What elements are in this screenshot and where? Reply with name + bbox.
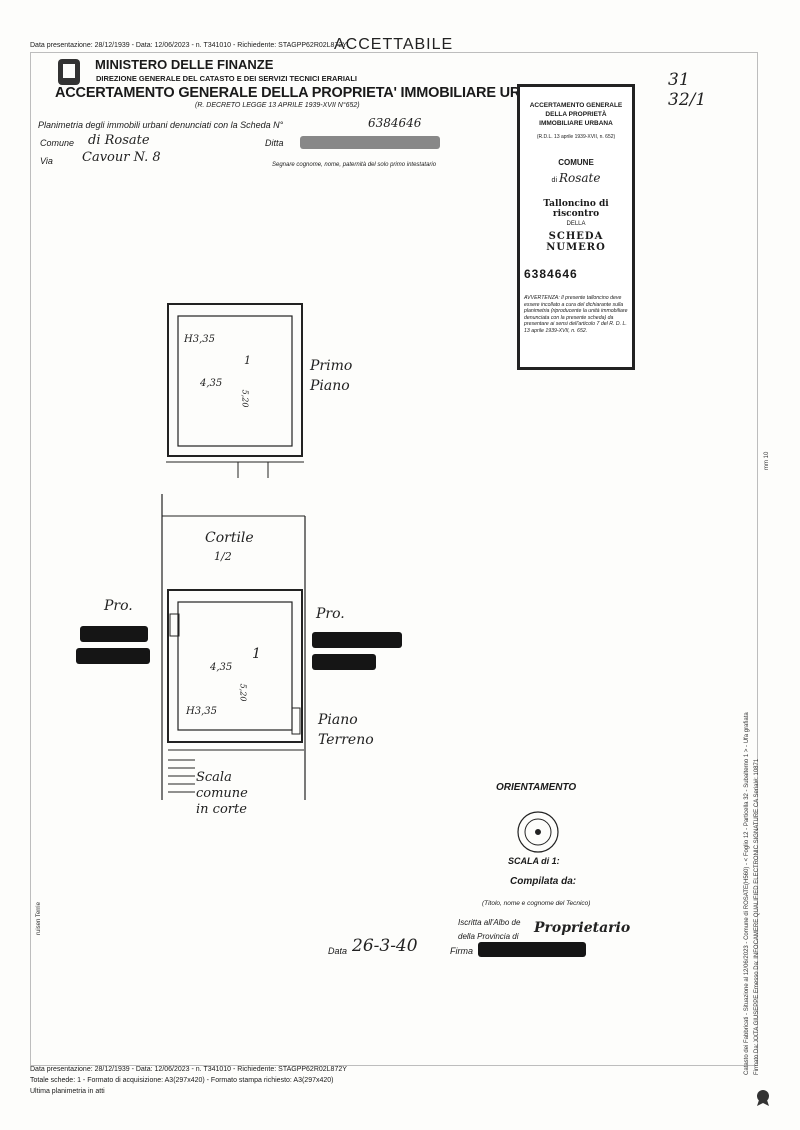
bottom-meta-2: Totale schede: 1 - Formato di acquisizio… [30, 1077, 334, 1084]
terreno-width: 4,35 [210, 662, 233, 673]
orientamento-label: ORIENTAMENTO [496, 782, 577, 793]
bottom-meta-3: Ultima planimetria in atti [30, 1088, 105, 1095]
redacted-pro-right-1 [312, 632, 402, 648]
terreno-outer-wall [167, 589, 303, 743]
terreno-depth: 5,20 [238, 683, 248, 702]
talloncino-della: DELLA [566, 221, 586, 227]
comune-handwritten: di Rosate [88, 133, 150, 148]
primo-piano-number: 1 [244, 354, 251, 367]
provincia-label: della Provincia di [458, 932, 519, 941]
cortile-label: Cortile [205, 530, 254, 546]
talloncino-comune: COMUNE [558, 158, 594, 167]
terreno-height: H3,35 [186, 706, 217, 717]
redacted-pro-left-1 [80, 626, 148, 642]
iscritto-label: Iscritta all'Albo de [458, 918, 521, 927]
ministry-title: MINISTERO DELLE FINANZE [95, 57, 274, 72]
segnare-note: Segnare cognome, nome, paternità del sol… [272, 162, 437, 168]
titolo-note: (Titolo, nome e cognome del Tecnico) [482, 900, 591, 907]
seal-icon [754, 1088, 772, 1106]
ditta-label: Ditta [265, 138, 284, 148]
data-label: Data [328, 946, 348, 956]
cortile-sub: 1/2 [214, 550, 232, 563]
top-meta: Data presentazione: 28/12/1939 - Data: 1… [30, 42, 347, 49]
document-sheet [30, 52, 758, 1066]
direzione-title: DIREZIONE GENERALE DEL CATASTO E DEI SER… [96, 74, 357, 83]
compilata-label: Compilata da: [510, 876, 577, 887]
primo-piano-width: 4,35 [200, 378, 223, 389]
primo-piano-inner-wall [177, 315, 293, 447]
via-label: Via [40, 156, 53, 166]
terreno-door-left [169, 613, 180, 637]
terreno-door-right [291, 707, 301, 735]
margin-numbers: 31 32/1 [668, 70, 707, 110]
compass-inner [524, 818, 552, 846]
talloncino-di: di [551, 177, 557, 184]
main-title: ACCERTAMENTO GENERALE DELLA PROPRIETA' I… [55, 85, 562, 101]
primo-piano-label: Primo Piano [310, 358, 353, 394]
compass-center [535, 829, 541, 835]
primo-piano-height: H3,35 [184, 334, 215, 345]
proprietario-handwritten: Proprietario [534, 920, 631, 936]
left-small-text: ruisen Terrie [36, 902, 42, 935]
side-text-2: Firmato Da: XXTA GIUSEPPE Emesso Da: INF… [754, 758, 760, 1075]
via-handwritten: Cavour N. 8 [82, 150, 161, 165]
right-small-text: mm 10 [764, 451, 770, 470]
pro-left-label: Pro. [104, 598, 133, 614]
terreno-number: 1 [252, 646, 261, 662]
scala-label: SCALA di 1: [508, 856, 560, 866]
talloncino-comune-hand: Rosate [558, 171, 601, 185]
pro-right-label: Pro. [316, 606, 345, 622]
comune-label: Comune [40, 138, 75, 148]
talloncino-box: ACCERTAMENTO GENERALE DELLA PROPRIETÀ IM… [517, 84, 635, 370]
primo-piano-outer-wall [167, 303, 303, 457]
planimetria-label: Planimetria degli immobili urbani denunc… [38, 120, 284, 130]
data-handwritten: 26-3-40 [352, 936, 418, 956]
scala-comune-label: Scala comune in corte [196, 770, 248, 817]
stamp-accettabile: ACCETTABILE [334, 36, 454, 53]
redacted-pro-left-2 [76, 648, 150, 664]
redacted-ditta [300, 136, 440, 149]
talloncino-avvertenza: AVVERTENZA: Il presente talloncino deve … [524, 295, 628, 334]
terreno-label: Piano Terreno [318, 712, 374, 748]
talloncino-decree: (R.D.L. 13 aprile 1939-XVII, n. 652) [536, 134, 616, 140]
terreno-inner-wall [177, 601, 293, 731]
redacted-pro-right-2 [312, 654, 376, 670]
compass-outer [517, 811, 559, 853]
side-text: Catasto dei Fabbricati - Situazione al 1… [744, 712, 750, 1075]
emblem-icon [56, 57, 82, 87]
firma-label: Firma [450, 946, 473, 956]
redacted-firma [478, 942, 586, 957]
talloncino-title: ACCERTAMENTO GENERALE DELLA PROPRIETÀ IM… [529, 102, 623, 127]
decree: (R. DECRETO LEGGE 13 APRILE 1939-XVII N°… [195, 102, 360, 109]
bottom-meta-1: Data presentazione: 28/12/1939 - Data: 1… [30, 1066, 347, 1073]
talloncino-scheda: SCHEDA NUMERO [546, 231, 606, 253]
scheda-handwritten: 6384646 [368, 116, 422, 130]
talloncino-riscontro: Talloncino di riscontro [543, 199, 609, 219]
primo-piano-depth: 5,20 [240, 389, 250, 408]
talloncino-number: 6384646 [524, 267, 578, 281]
